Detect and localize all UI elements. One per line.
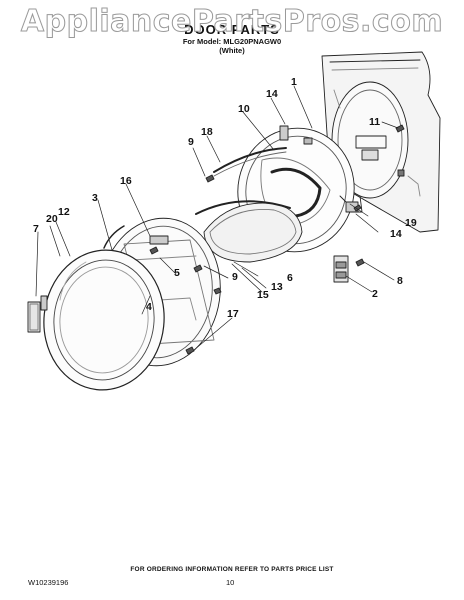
callout-9-top: 9	[188, 136, 194, 148]
door-hinge	[333, 255, 349, 283]
callout-14-top: 14	[266, 88, 278, 100]
callout-6: 6	[287, 272, 293, 284]
callout-7: 7	[33, 223, 39, 235]
door-gasket	[213, 147, 287, 177]
window-glass	[195, 200, 303, 263]
callout-20: 20	[46, 213, 58, 225]
callout-16: 16	[120, 175, 132, 187]
callout-8: 8	[397, 275, 403, 287]
callout-14-right: 14	[390, 228, 402, 240]
callout-10: 10	[238, 103, 250, 115]
callout-15: 15	[257, 289, 269, 301]
color-line: (White)	[219, 46, 245, 55]
ordering-note: FOR ORDERING INFORMATION REFER TO PARTS …	[130, 566, 334, 573]
door-handle	[27, 295, 48, 333]
callout-13: 13	[271, 281, 283, 293]
callout-17: 17	[227, 308, 239, 320]
callout-18: 18	[201, 126, 213, 138]
callout-2: 2	[372, 288, 378, 300]
callout-9-bottom: 9	[232, 271, 238, 283]
callout-11: 11	[369, 116, 381, 128]
callout-19: 19	[405, 217, 417, 229]
page-number: 10	[226, 578, 235, 587]
screws	[149, 124, 405, 355]
callout-4: 4	[146, 301, 152, 313]
callout-12: 12	[58, 206, 70, 218]
leader-lines	[35, 85, 399, 351]
door-outer-ring	[43, 249, 165, 391]
page-title: DOOR PARTS	[184, 22, 280, 37]
callout-5: 5	[174, 267, 180, 279]
model-line: For Model: MLG20PNAGW0	[182, 37, 282, 46]
callout-1: 1	[291, 76, 297, 88]
document-number: W10239196	[28, 578, 69, 587]
watermark-text: AppliancePartsPros.com	[20, 4, 444, 40]
callout-3: 3	[92, 192, 98, 204]
door-seal	[270, 167, 322, 218]
